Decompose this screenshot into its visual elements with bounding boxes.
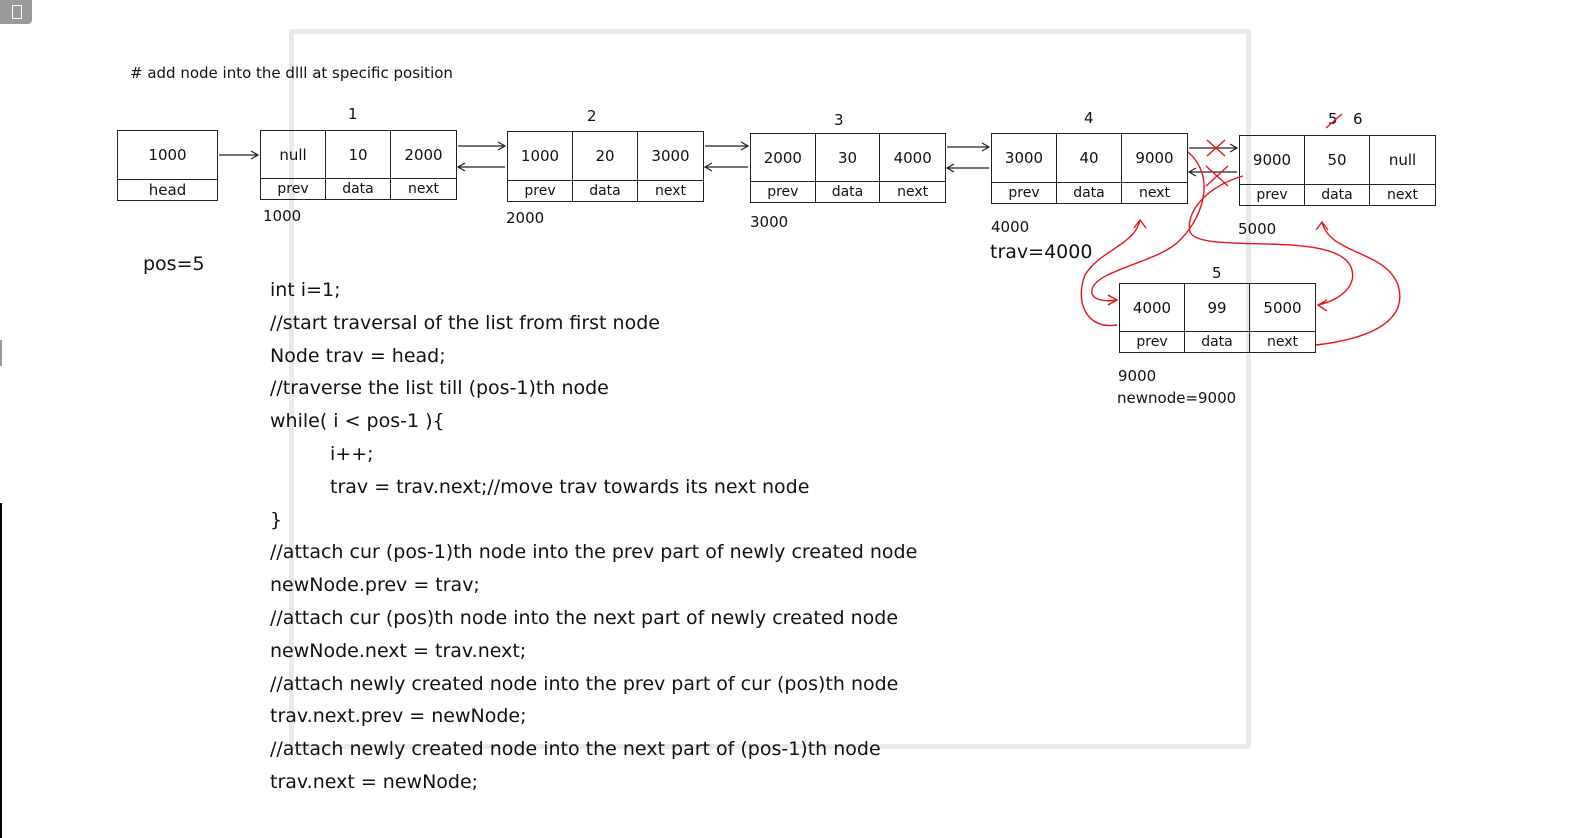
arrow-next-2-3 <box>705 141 750 151</box>
page-title: # add node into the dlll at specific pos… <box>130 64 453 82</box>
node-data: 20 <box>573 132 638 181</box>
node-next: 4000 <box>880 134 945 182</box>
data-label: data <box>573 181 638 201</box>
code-line: Node trav = head; <box>270 344 446 367</box>
node-prev: null <box>261 131 326 179</box>
node-1: null 10 2000 prev data next <box>260 130 457 200</box>
node-data: 10 <box>326 131 391 179</box>
node-next: 3000 <box>638 132 703 181</box>
code-line: trav.next.prev = newNode; <box>270 705 527 728</box>
data-label: data <box>326 179 391 199</box>
arrow-next-3-4 <box>947 142 991 152</box>
node-address: 1000 <box>263 207 302 225</box>
data-label: data <box>816 182 881 202</box>
prev-label: prev <box>992 183 1057 203</box>
sidebar-toggle-icon[interactable] <box>0 0 32 24</box>
node-data: 99 <box>1185 284 1250 332</box>
code-line: i++; <box>330 442 374 465</box>
code-line: int i=1; <box>270 279 341 301</box>
prev-label: prev <box>1240 185 1305 205</box>
data-label: data <box>1185 332 1250 352</box>
prev-label: prev <box>261 179 326 199</box>
node-position: 2 <box>587 107 597 125</box>
code-line: newNode.prev = trav; <box>270 574 480 597</box>
trav-label: trav=4000 <box>990 241 1093 263</box>
node-next: 9000 <box>1122 134 1187 183</box>
code-line: //attach newly created node into the nex… <box>270 738 881 761</box>
arrow-next-1-2 <box>458 141 507 151</box>
annot-arrow-node5-to-new <box>1188 175 1354 312</box>
code-line: trav = trav.next;//move trav towards its… <box>330 475 810 498</box>
node-next: 2000 <box>391 131 456 179</box>
node-next: null <box>1370 136 1435 185</box>
annot-arrow-new-to-node5 <box>1315 220 1401 346</box>
head-value: 1000 <box>118 131 217 180</box>
code-line: //attach cur (pos)th node into the next … <box>270 606 899 629</box>
node-address: 3000 <box>750 213 789 231</box>
node-position: 3 <box>834 111 844 129</box>
node-5: 9000 50 null prev data next <box>1239 135 1436 206</box>
left-edge-marker <box>0 340 2 366</box>
next-label: next <box>897 184 929 200</box>
node-data: 40 <box>1057 134 1122 183</box>
left-edge-line <box>0 503 2 838</box>
prev-label: prev <box>508 181 573 201</box>
node-prev: 3000 <box>992 134 1057 183</box>
annot-arrow-new-to-node4 <box>1080 218 1147 327</box>
annot-arrow-node4-to-new <box>1091 151 1205 306</box>
node-3: 2000 30 4000 prev data next <box>750 133 946 203</box>
node-prev: 4000 <box>1120 284 1185 332</box>
new-node-label: newnode=9000 <box>1117 389 1237 407</box>
next-label: next <box>1266 334 1298 350</box>
next-label: next <box>1138 185 1170 201</box>
head-label: head <box>148 181 187 199</box>
next-label: next <box>407 181 439 197</box>
next-label: next <box>1386 187 1418 203</box>
head-box: 1000 head <box>117 130 218 201</box>
code-line: while( i < pos-1 ){ <box>270 410 445 433</box>
node-4: 3000 40 9000 prev data next <box>991 133 1188 204</box>
arrow-prev-4-3 <box>945 163 989 173</box>
code-line: //attach newly created node into the pre… <box>270 672 899 695</box>
code-line: //traverse the list till (pos-1)th node <box>270 377 609 400</box>
node-address: 5000 <box>1238 220 1277 238</box>
arrow-next-4-5 <box>1189 143 1239 153</box>
code-block: int i=1; //start traversal of the list f… <box>270 279 917 804</box>
new-node-position: 5 <box>1212 264 1222 282</box>
code-line: } <box>270 508 283 531</box>
page-frame <box>289 29 1251 749</box>
node-position-new: 6 <box>1353 110 1363 128</box>
arrow-head-to-node1 <box>219 150 260 160</box>
prev-label: prev <box>751 182 816 202</box>
node-position: 1 <box>348 105 358 123</box>
prev-label: prev <box>1120 332 1185 352</box>
node-prev: 1000 <box>508 132 573 181</box>
data-label: data <box>1305 185 1370 205</box>
new-node-address: 9000 <box>1118 367 1157 385</box>
node-2: 1000 20 3000 prev data next <box>507 131 704 202</box>
code-line: //attach cur (pos-1)th node into the pre… <box>270 541 918 564</box>
new-node: 4000 99 5000 prev data next <box>1119 283 1316 353</box>
arrow-prev-2-1 <box>456 162 505 172</box>
data-label: data <box>1057 183 1122 203</box>
code-line: trav.next = newNode; <box>270 770 479 793</box>
arrow-prev-3-2 <box>703 162 748 172</box>
strike-mark <box>1325 113 1343 129</box>
node-next: 5000 <box>1250 284 1315 332</box>
node-position: 4 <box>1084 109 1094 127</box>
code-line: newNode.next = trav.next; <box>270 639 527 662</box>
node-address: 4000 <box>991 218 1030 236</box>
node-data: 50 <box>1305 136 1370 185</box>
node-address: 2000 <box>506 209 545 227</box>
node-prev: 9000 <box>1240 136 1305 185</box>
node-prev: 2000 <box>751 134 816 182</box>
code-line: //start traversal of the list from first… <box>270 311 660 334</box>
node-data: 30 <box>815 134 881 182</box>
next-label: next <box>654 183 686 199</box>
pos-label: pos=5 <box>143 253 205 275</box>
cross-mark-next <box>1206 139 1226 157</box>
node-position-old: 5 <box>1328 110 1338 128</box>
